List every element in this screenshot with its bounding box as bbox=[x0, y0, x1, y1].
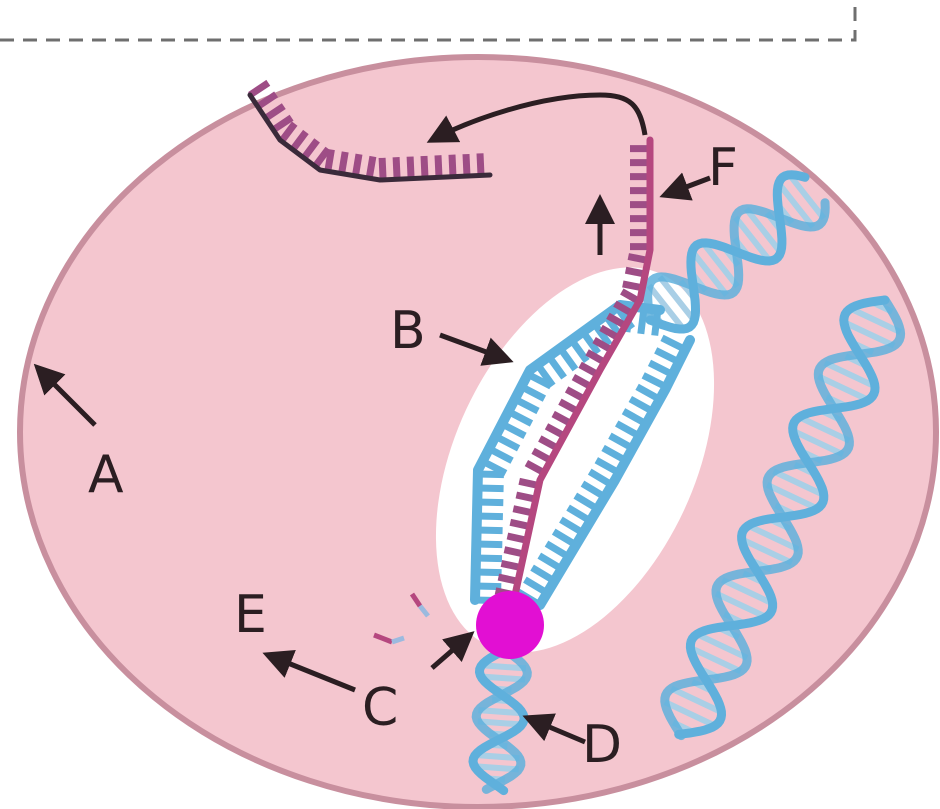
label-a: A bbox=[88, 445, 124, 505]
label-b: B bbox=[390, 301, 426, 361]
label-c: C bbox=[362, 678, 398, 738]
rna-polymerase bbox=[476, 591, 544, 659]
label-d: D bbox=[582, 715, 622, 775]
label-f: F bbox=[708, 138, 738, 198]
label-e: E bbox=[234, 585, 267, 645]
dashed-box-outline bbox=[0, 0, 855, 40]
